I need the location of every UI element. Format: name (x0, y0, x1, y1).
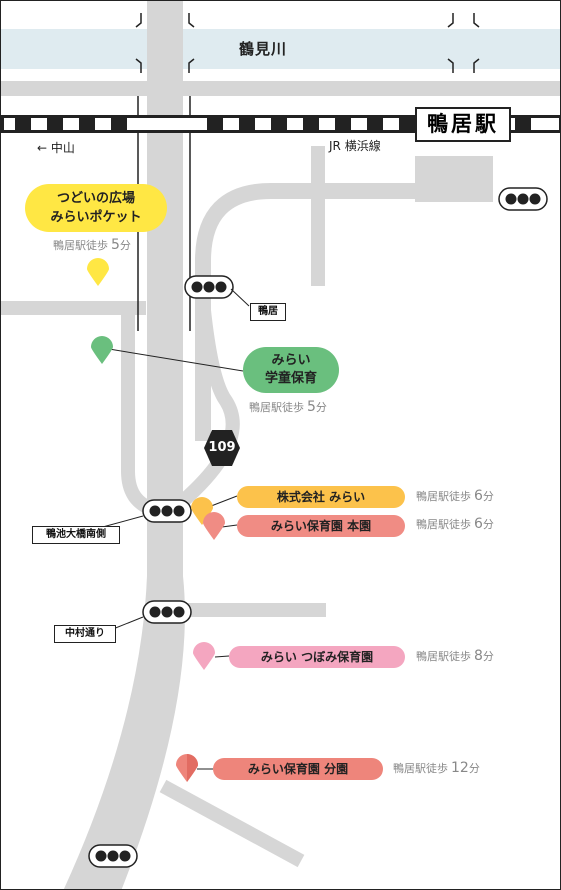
traffic-signal-icon (498, 187, 548, 211)
place-label-hoikuen-branch[interactable]: みらい保育園 分園 (213, 758, 383, 780)
map-pin-icon (91, 336, 113, 364)
place-label-company[interactable]: 株式会社 みらい (237, 486, 405, 508)
station-name: 鴨居駅 (415, 107, 511, 142)
place-label-gakudo[interactable]: みらい 学童保育 (243, 347, 339, 393)
traffic-signal-icon (142, 499, 192, 523)
place-name-line1: つどいの広場 (56, 191, 135, 206)
roads (1, 81, 560, 617)
railway-line-label: JR 横浜線 (329, 139, 381, 153)
place-name-line1: みらい (271, 353, 311, 368)
south-branch-road (159, 779, 305, 868)
map-pin-icon (191, 497, 213, 525)
loop-road-return (178, 300, 240, 507)
place-name-line2: 学童保育 (264, 371, 317, 386)
traffic-signal-icon (88, 844, 138, 868)
route-number: 109 (208, 440, 236, 455)
traffic-signal-icon (142, 600, 192, 624)
place-label-tsubomi[interactable]: みらい つぼみ保育園 (229, 646, 405, 668)
sign-kamoike-ohashi-minami: 鴨池大橋南側 (32, 526, 120, 544)
map-pin-icon (203, 512, 225, 540)
loop-road (195, 183, 418, 441)
direction-label: ← 中山 (37, 141, 75, 155)
traffic-signal-icon (184, 275, 234, 299)
place-name-line2: みらいポケット (50, 210, 142, 225)
sign-kamoi: 鴨居 (250, 303, 286, 321)
river-label: 鶴見川 (239, 40, 288, 58)
place-label-hoikuen-main[interactable]: みらい保育園 本園 (237, 515, 405, 537)
map-pin-icon (87, 258, 109, 286)
map-pin-icon (193, 642, 215, 670)
route-shield-icon (204, 430, 240, 466)
sign-nakamura-dori: 中村通り (54, 625, 116, 643)
river (1, 29, 560, 69)
place-label-tsudoi[interactable]: つどいの広場 みらいポケット (25, 184, 167, 232)
